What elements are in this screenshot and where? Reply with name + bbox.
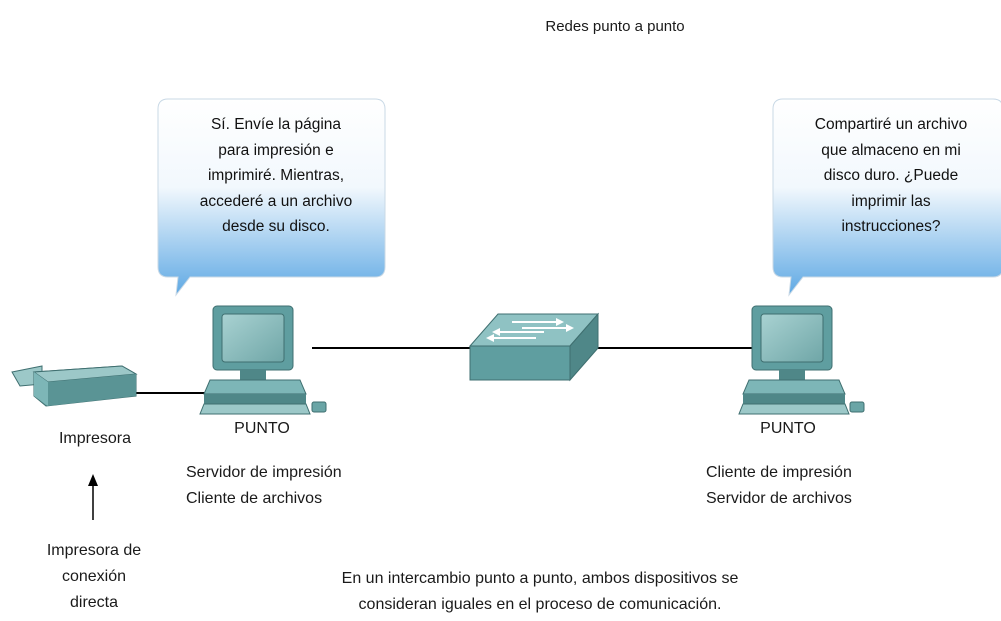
left-bubble-line: desde su disco. [222, 218, 330, 235]
left-bubble-text: Sí. Envíe la página para impresión e imp… [160, 112, 392, 240]
printer-note-line: conexión [61, 568, 127, 585]
left-peer-roles: Servidor de impresión Cliente de archivo… [186, 460, 406, 512]
caption-line: consideran iguales en el proceso de comu… [358, 596, 722, 613]
left-peer-role: Cliente de archivos [186, 490, 323, 507]
left-computer-icon [199, 305, 327, 415]
printer-label: Impresora [58, 430, 132, 447]
left-peer-role: Servidor de impresión [186, 464, 342, 481]
right-peer-role: Cliente de impresión [706, 464, 852, 481]
right-bubble-line: que almaceno en mi [821, 141, 961, 159]
left-bubble-line: para impresión e [218, 141, 334, 159]
right-bubble-line: imprimir las [851, 192, 931, 210]
left-peer-label: PUNTO [234, 420, 290, 437]
left-speech-bubble [157, 98, 386, 297]
right-speech-bubble [772, 98, 1001, 297]
left-bubble-line: Sí. Envíe la página [210, 116, 342, 133]
left-bubble-line: imprimiré. Mientras, [207, 167, 345, 184]
right-peer-role: Servidor de archivos [706, 490, 852, 507]
right-peer-label: PUNTO [760, 420, 816, 437]
up-arrow-icon [88, 474, 98, 520]
switch-icon [468, 312, 600, 382]
printer-note-line: directa [69, 594, 119, 611]
printer-note: Impresora de conexión directa [14, 538, 174, 616]
caption-line: En un intercambio punto a punto, ambos d… [341, 570, 739, 587]
left-bubble-line: accederé a un archivo [199, 192, 353, 210]
printer-icon [11, 365, 138, 407]
diagram-title: Redes punto a punto [545, 18, 685, 35]
right-bubble-line: Compartiré un archivo [814, 116, 968, 133]
right-computer-icon [738, 305, 865, 415]
right-peer-roles: Cliente de impresión Servidor de archivo… [706, 460, 926, 512]
printer-note-line: Impresora de [46, 542, 142, 559]
right-bubble-line: disco duro. ¿Puede [823, 167, 959, 184]
diagram-caption: En un intercambio punto a punto, ambos d… [240, 566, 840, 618]
right-bubble-text: Compartiré un archivo que almaceno en mi… [775, 112, 1001, 240]
right-bubble-line: instrucciones? [841, 218, 941, 235]
